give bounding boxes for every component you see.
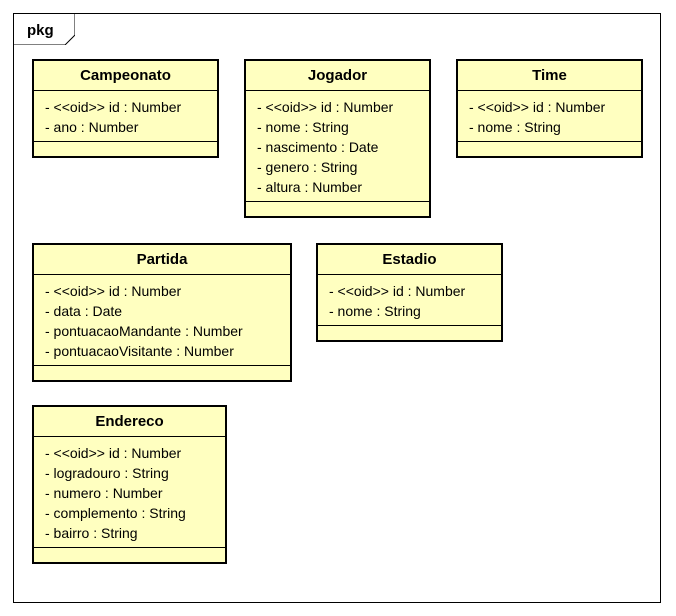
class-operations bbox=[246, 202, 429, 214]
class-name: Time bbox=[458, 61, 641, 91]
attribute: - pontuacaoMandante : Number bbox=[45, 323, 243, 339]
attribute: - <<oid>> id : Number bbox=[469, 99, 606, 115]
class-attributes: - <<oid>> id : Number - nome : String - … bbox=[246, 91, 429, 202]
class-attributes: - <<oid>> id : Number - nome : String bbox=[318, 275, 501, 326]
attribute: - ano : Number bbox=[45, 119, 139, 135]
attribute: - nascimento : Date bbox=[257, 139, 379, 155]
package-tab bbox=[13, 13, 75, 45]
class-name: Jogador bbox=[246, 61, 429, 91]
class-operations bbox=[34, 548, 225, 560]
attribute: - nome : String bbox=[329, 303, 421, 319]
class-attributes: - <<oid>> id : Number - ano : Number bbox=[34, 91, 217, 142]
attribute: - <<oid>> id : Number bbox=[329, 283, 466, 299]
class-partida[interactable]: Partida - <<oid>> id : Number - data : D… bbox=[32, 243, 292, 382]
attribute: - nome : String bbox=[469, 119, 561, 135]
class-operations bbox=[34, 142, 217, 154]
class-time[interactable]: Time - <<oid>> id : Number - nome : Stri… bbox=[456, 59, 643, 158]
class-endereco[interactable]: Endereco - <<oid>> id : Number - logrado… bbox=[32, 405, 227, 564]
class-campeonato[interactable]: Campeonato - <<oid>> id : Number - ano :… bbox=[32, 59, 219, 158]
class-name: Estadio bbox=[318, 245, 501, 275]
class-jogador[interactable]: Jogador - <<oid>> id : Number - nome : S… bbox=[244, 59, 431, 218]
class-attributes: - <<oid>> id : Number - data : Date - po… bbox=[34, 275, 290, 366]
attribute: - altura : Number bbox=[257, 179, 363, 195]
class-name: Endereco bbox=[34, 407, 225, 437]
attribute: - complemento : String bbox=[45, 505, 186, 521]
attribute: - <<oid>> id : Number bbox=[45, 283, 182, 299]
attribute: - <<oid>> id : Number bbox=[257, 99, 394, 115]
class-operations bbox=[458, 142, 641, 154]
package-frame bbox=[13, 13, 661, 603]
attribute: - logradouro : String bbox=[45, 465, 169, 481]
class-operations bbox=[318, 326, 501, 338]
attribute: - pontuacaoVisitante : Number bbox=[45, 343, 234, 359]
attribute: - data : Date bbox=[45, 303, 123, 319]
attribute: - <<oid>> id : Number bbox=[45, 445, 182, 461]
class-attributes: - <<oid>> id : Number - logradouro : Str… bbox=[34, 437, 225, 548]
attribute: - nome : String bbox=[257, 119, 349, 135]
attribute: - <<oid>> id : Number bbox=[45, 99, 182, 115]
class-name: Partida bbox=[34, 245, 290, 275]
attribute: - numero : Number bbox=[45, 485, 163, 501]
class-estadio[interactable]: Estadio - <<oid>> id : Number - nome : S… bbox=[316, 243, 503, 342]
attribute: - genero : String bbox=[257, 159, 358, 175]
class-name: Campeonato bbox=[34, 61, 217, 91]
package-label: pkg bbox=[27, 22, 54, 39]
attribute: - bairro : String bbox=[45, 525, 138, 541]
class-attributes: - <<oid>> id : Number - nome : String bbox=[458, 91, 641, 142]
class-operations bbox=[34, 366, 290, 378]
